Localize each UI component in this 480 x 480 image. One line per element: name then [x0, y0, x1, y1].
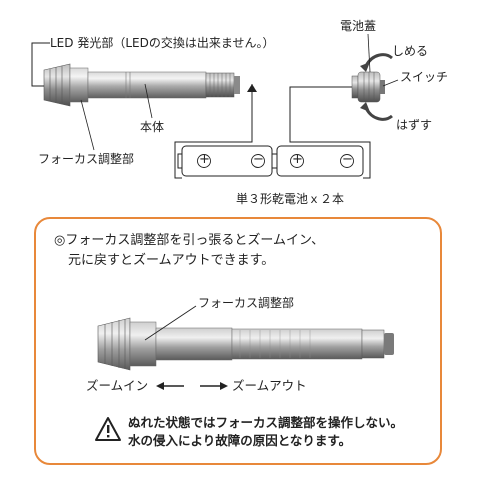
battery1-minus: −	[253, 152, 264, 167]
battery2-plus: +	[292, 152, 303, 167]
warning-line-2: 水の侵入により故障の原因となります。	[128, 433, 352, 448]
zoom-info-box	[34, 217, 442, 465]
flashlight-top	[43, 63, 240, 107]
battery-cover-label: 電池蓋	[340, 19, 377, 33]
note-line-1: ◎フォーカス調整部を引っ張るとズームイン、	[54, 233, 325, 248]
zoom-out-label: ズームアウト	[232, 378, 307, 393]
warning-line-1: ぬれた状態ではフォーカス調整部を操作しない。	[128, 415, 404, 430]
hazusu-label: はずす	[396, 118, 433, 132]
led-label: LED 発光部（LEDの交換は出来ません。）	[50, 36, 275, 50]
battery-pair	[177, 145, 364, 177]
body-label: 本体	[140, 120, 165, 134]
note-line-2: 元に戻すとズームアウトできます。	[68, 253, 275, 268]
zoom-in-label: ズームイン	[86, 378, 149, 393]
shimeru-label: しめる	[392, 44, 429, 58]
battery2-minus: −	[342, 152, 353, 167]
battery-cover	[351, 71, 385, 103]
battery1-plus: +	[199, 152, 210, 167]
focus-label-bottom: フォーカス調整部	[198, 296, 295, 310]
batteries-label: 単３形乾電池ｘ２本	[236, 192, 345, 206]
focus-label-top: フォーカス調整部	[38, 152, 135, 166]
warning-icon	[95, 417, 121, 441]
switch-label: スイッチ	[400, 70, 449, 84]
